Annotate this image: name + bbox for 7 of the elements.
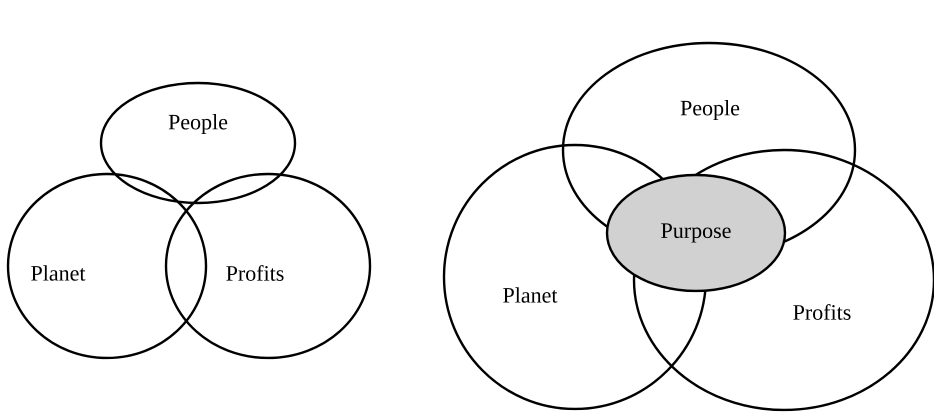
circle-label: Profits (226, 265, 284, 281)
circle-label: Planet (31, 265, 86, 281)
circle-label: Profits (793, 304, 851, 320)
circle-label: Purpose (661, 223, 731, 243)
circle-label: Planet (503, 287, 558, 303)
circle-label: People (168, 114, 228, 134)
circle-label: People (680, 100, 740, 120)
